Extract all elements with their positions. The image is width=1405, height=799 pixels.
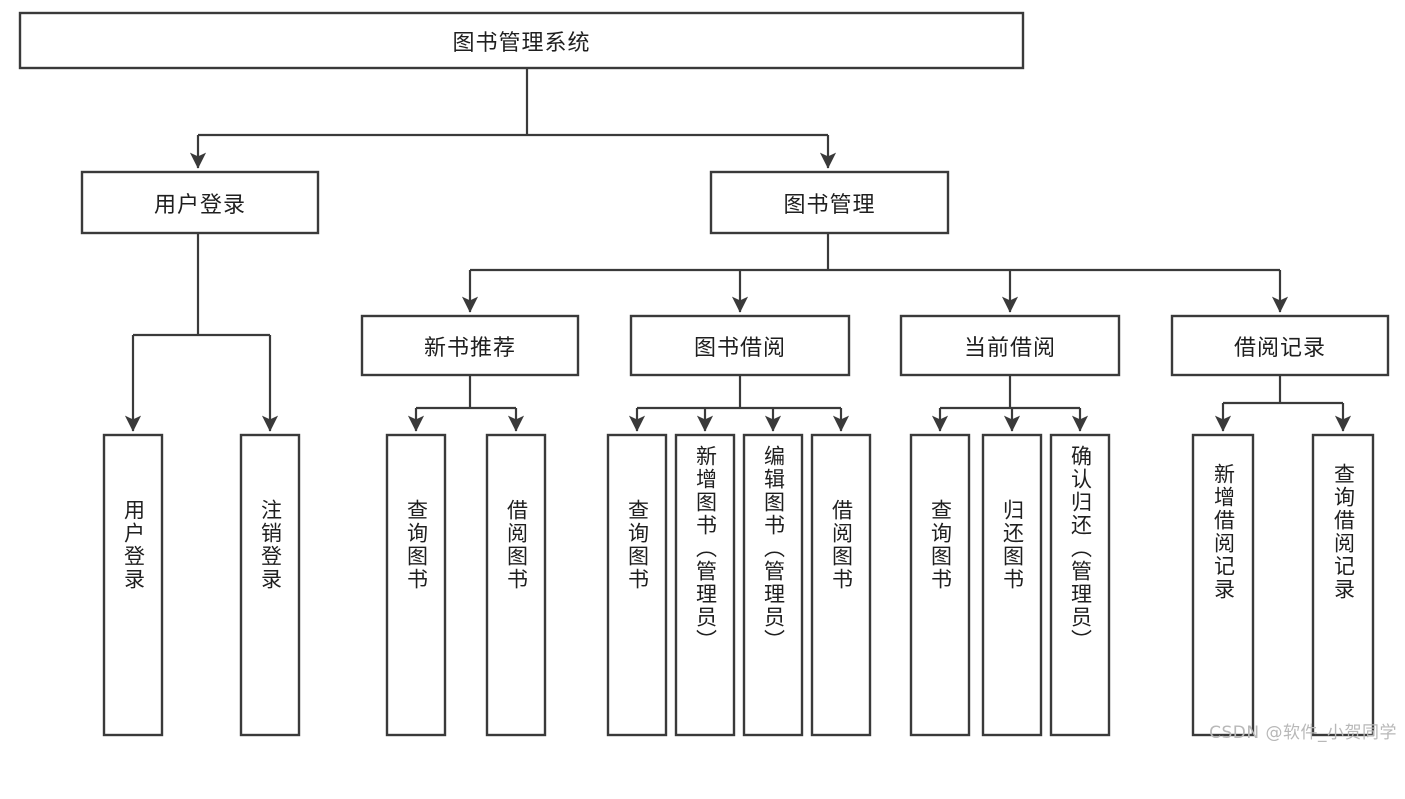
flowchart-svg bbox=[18, 11, 1390, 737]
leaf-box-query-book-borrow[interactable] bbox=[606, 433, 668, 737]
leaf-box-add-book-admin[interactable] bbox=[674, 433, 736, 737]
csdn-watermark: CSDN @软件_小贺同学 bbox=[1209, 723, 1397, 743]
leaf-box-edit-book-admin[interactable] bbox=[742, 433, 804, 737]
flowchart-canvas: 图书管理系统 用户登录 图书管理 新书推荐 图书借阅 当前借阅 借阅记录 用户登… bbox=[18, 11, 1397, 743]
leaf-box-user-login[interactable] bbox=[102, 433, 164, 737]
node-box-borrow-record[interactable] bbox=[1170, 314, 1390, 377]
node-box-book-borrow[interactable] bbox=[629, 314, 851, 377]
leaf-box-borrow-book[interactable] bbox=[810, 433, 872, 737]
leaf-box-query-book-newbook[interactable] bbox=[385, 433, 447, 737]
leaf-box-query-borrow-record[interactable] bbox=[1311, 433, 1375, 737]
leaf-box-return-book[interactable] bbox=[981, 433, 1043, 737]
leaf-box-logout[interactable] bbox=[239, 433, 301, 737]
node-box-book-management[interactable] bbox=[709, 170, 950, 235]
node-box-root[interactable] bbox=[18, 11, 1025, 70]
leaf-box-confirm-return-admin[interactable] bbox=[1049, 433, 1111, 737]
leaf-box-add-borrow-record[interactable] bbox=[1191, 433, 1255, 737]
node-box-current-borrow[interactable] bbox=[899, 314, 1121, 377]
connector-group bbox=[124, 68, 1352, 432]
leaf-box-borrow-book-newbook[interactable] bbox=[485, 433, 547, 737]
leaf-box-query-book-current[interactable] bbox=[909, 433, 971, 737]
node-box-user-login[interactable] bbox=[80, 170, 320, 235]
node-box-group bbox=[18, 11, 1390, 737]
node-box-new-book-recommend[interactable] bbox=[360, 314, 580, 377]
